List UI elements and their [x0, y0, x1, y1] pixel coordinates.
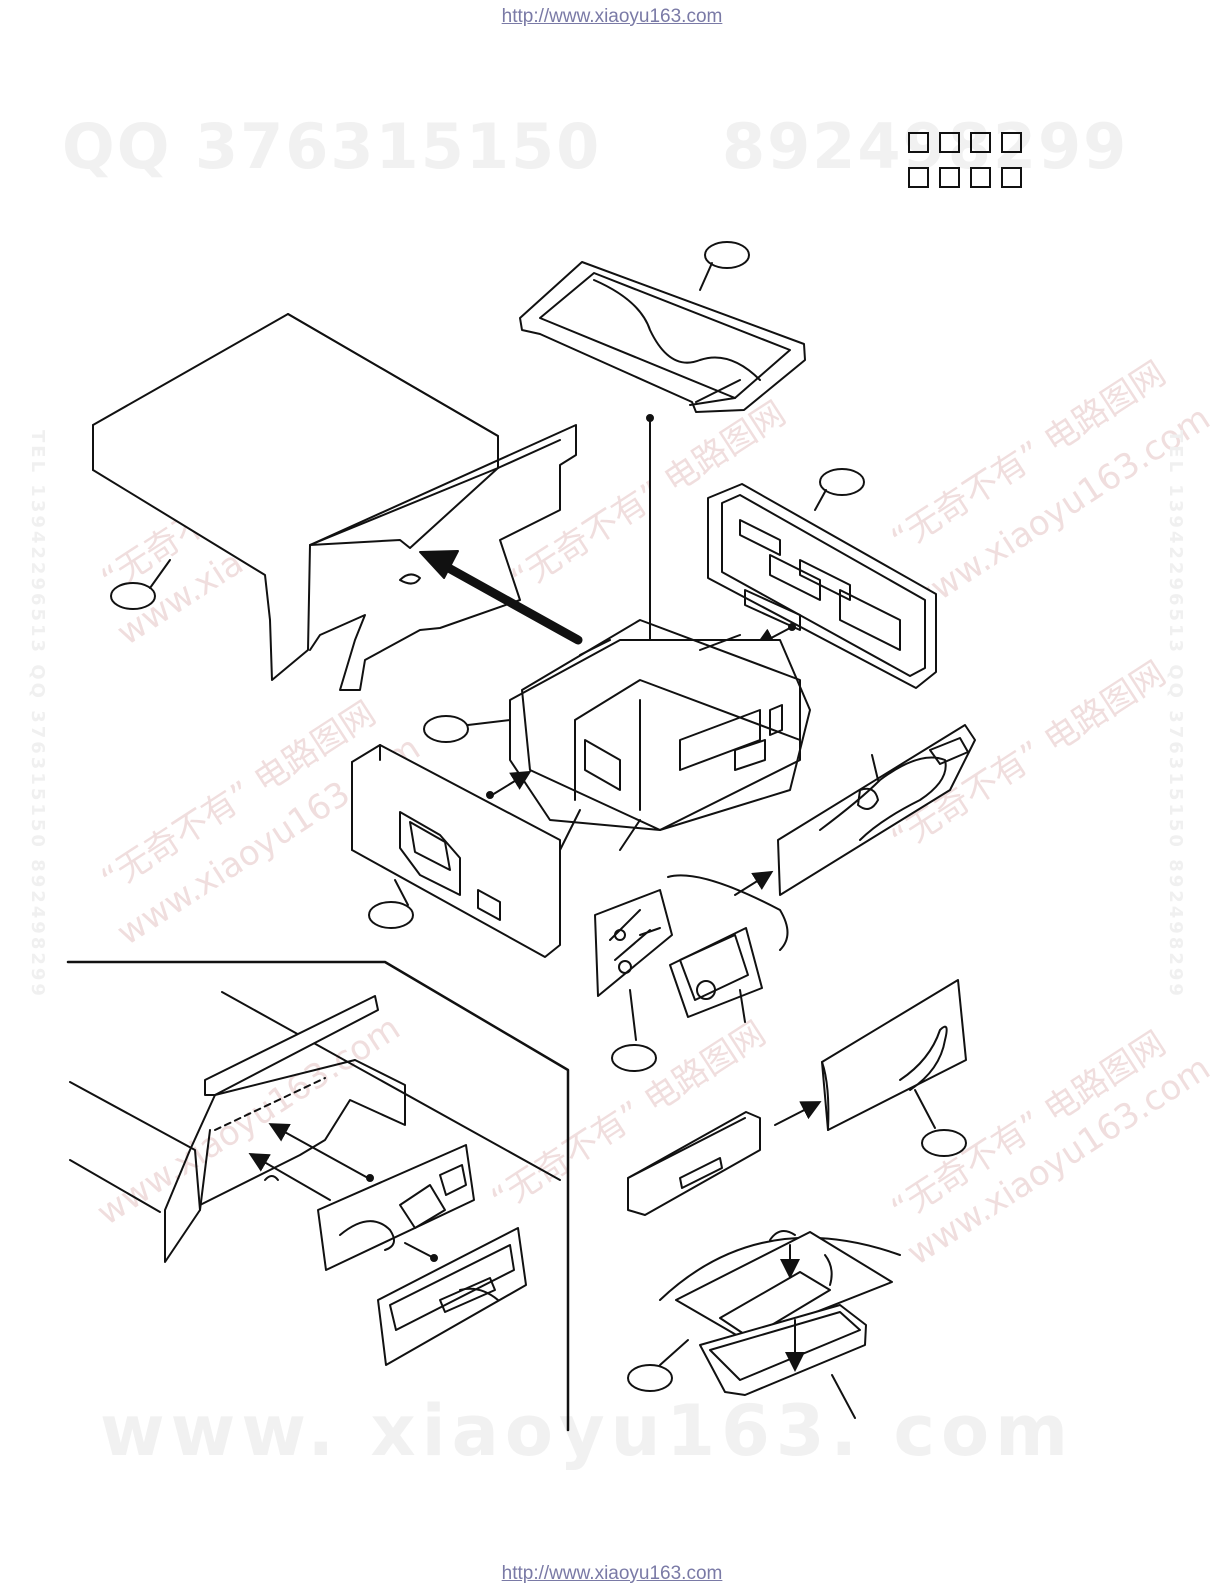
inset-carton	[69, 991, 561, 1263]
callout-circle-icon	[110, 582, 156, 610]
watermark-qq: QQ 376315150	[62, 110, 602, 183]
empty-box-icon	[939, 167, 960, 188]
main-unit	[509, 619, 811, 831]
foam-cushion-right	[707, 483, 937, 689]
inset-harness-bag	[317, 1144, 475, 1271]
watermark-tel: 892498299	[722, 110, 1129, 183]
callout-circle-icon	[819, 468, 865, 496]
soft-case-assembly	[659, 1230, 901, 1396]
foam-cushion-left	[351, 744, 561, 958]
wire-harness-bag	[777, 724, 976, 896]
watermark-site: www. xiaoyu163. com	[100, 1390, 1075, 1472]
callout-circle-icon	[704, 241, 750, 269]
empty-box-icon	[939, 132, 960, 153]
empty-box-icon	[970, 132, 991, 153]
empty-box-icon	[908, 167, 929, 188]
empty-box-icon	[908, 132, 929, 153]
protective-sheet	[519, 261, 806, 413]
empty-box-icon	[970, 167, 991, 188]
callout-circle-icon	[368, 901, 414, 929]
faceplate-bag	[821, 979, 967, 1131]
header-url-link[interactable]: http://www.xiaoyu163.com	[501, 6, 723, 27]
callout-circle-icon	[921, 1129, 967, 1157]
callout-circle-icon	[423, 715, 469, 743]
carton-box	[92, 313, 577, 691]
detachable-faceplate	[627, 1111, 761, 1216]
footer-url-link[interactable]: http://www.xiaoyu163.com	[501, 1563, 723, 1584]
inset-frame	[66, 960, 570, 1432]
inset-faceplate-bag	[377, 1227, 527, 1366]
callout-circle-icon	[627, 1364, 673, 1392]
empty-box-icon	[1001, 167, 1022, 188]
empty-box-icon	[1001, 132, 1022, 153]
screws-bag	[594, 889, 673, 997]
instruction-card-bag	[669, 927, 763, 1018]
callout-circle-icon	[611, 1044, 657, 1072]
